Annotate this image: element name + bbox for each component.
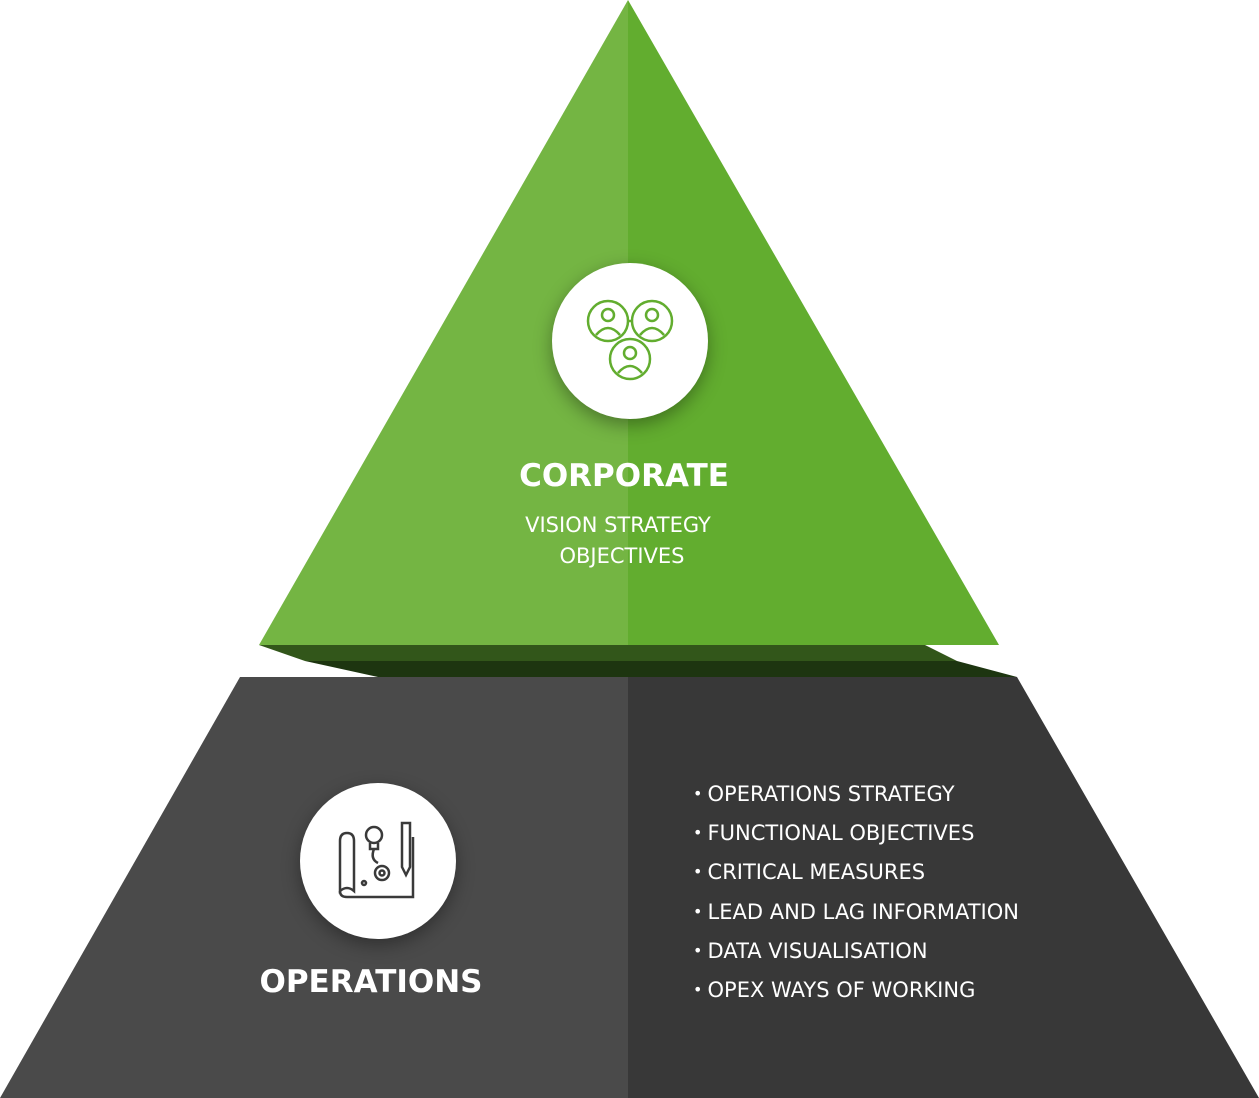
- list-item: FUNCTIONAL OBJECTIVES: [693, 816, 1019, 855]
- list-item: OPEX WAYS OF WORKING: [693, 973, 1019, 1012]
- blueprint-idea-icon: [338, 821, 415, 899]
- list-item: CRITICAL MEASURES: [693, 855, 1019, 894]
- list-item: LEAD AND LAG INFORMATION: [693, 895, 1019, 934]
- corporate-tier-right: [628, 0, 999, 645]
- shelf-upper: [259, 645, 957, 661]
- corporate-title: CORPORATE: [519, 458, 729, 494]
- corporate-line-2: OBJECTIVES: [559, 544, 685, 568]
- operations-title: OPERATIONS: [259, 964, 483, 1000]
- corporate-tier-left: [259, 0, 628, 645]
- corporate-icon-circle: [552, 263, 708, 419]
- corporate-line-1: VISION STRATEGY: [525, 513, 711, 537]
- team-network-icon: [586, 299, 674, 381]
- list-item: OPERATIONS STRATEGY: [693, 777, 1019, 816]
- operations-list: OPERATIONS STRATEGY FUNCTIONAL OBJECTIVE…: [693, 777, 1019, 1012]
- list-item: DATA VISUALISATION: [693, 934, 1019, 973]
- shelf-lower: [305, 661, 1017, 677]
- operations-icon-circle: [300, 783, 456, 939]
